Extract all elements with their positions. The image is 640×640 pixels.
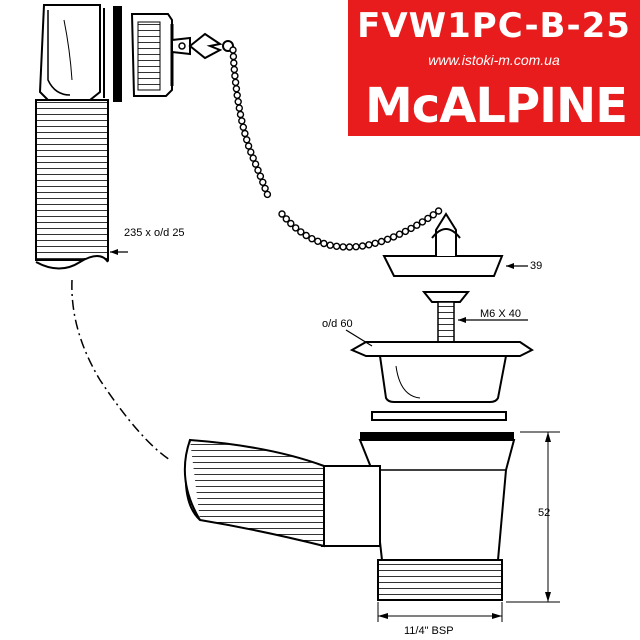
chain-bead bbox=[326, 241, 334, 249]
mcalpine-logo: McALPINE bbox=[366, 78, 626, 128]
chain-bead bbox=[320, 239, 328, 248]
chain-bead bbox=[254, 166, 262, 174]
website-link[interactable]: www.istoki-m.com.ua bbox=[428, 52, 560, 68]
bead-chain-upper bbox=[229, 46, 272, 199]
flange-diameter-label: o/d 60 bbox=[322, 318, 353, 330]
strainer-grid bbox=[349, 341, 534, 403]
waste-hose bbox=[183, 438, 325, 548]
chain-bead bbox=[278, 210, 286, 218]
chain-bead bbox=[229, 46, 237, 54]
chain-bead bbox=[256, 172, 265, 180]
chain-bead bbox=[429, 211, 437, 219]
thread-label: 11/4" BSP bbox=[404, 625, 454, 637]
chain-bead bbox=[413, 221, 421, 229]
flange-leader-line bbox=[345, 329, 373, 347]
chain-bead bbox=[236, 110, 245, 119]
chain-clip bbox=[171, 32, 234, 60]
chain-bead bbox=[231, 78, 240, 87]
thread-dimension bbox=[377, 602, 503, 622]
chain-bead bbox=[251, 160, 260, 168]
chain-bead bbox=[339, 243, 347, 251]
chain-bead bbox=[358, 242, 367, 250]
chain-bead bbox=[401, 227, 410, 236]
chain-bead bbox=[383, 235, 392, 244]
chain-bead bbox=[233, 91, 241, 100]
chain-bead bbox=[261, 184, 269, 193]
chain-bead bbox=[389, 233, 398, 241]
plug-size-label: 39 bbox=[530, 260, 542, 272]
chain-bead bbox=[332, 242, 341, 251]
chain-bead bbox=[302, 231, 310, 240]
brand-banner: FVW1PC-B-25 www.istoki-m.com.ua McALPINE bbox=[348, 0, 640, 136]
chain-bead bbox=[249, 154, 257, 162]
chain-bead bbox=[365, 241, 373, 249]
chain-bead bbox=[242, 136, 251, 144]
waste-body bbox=[321, 439, 516, 601]
chain-bead bbox=[395, 230, 404, 238]
bead-chain-lower bbox=[278, 207, 443, 251]
chain-bead bbox=[418, 218, 427, 226]
upper-washer bbox=[371, 411, 507, 421]
overflow-hose bbox=[35, 99, 109, 270]
chain-bead bbox=[371, 239, 379, 248]
product-code: FVW1PC-B-25 bbox=[357, 6, 631, 46]
chain-bead bbox=[352, 242, 360, 251]
overflow-face-plate bbox=[130, 13, 174, 97]
chain-bead bbox=[232, 85, 241, 93]
chain-bead bbox=[377, 237, 386, 246]
chain-bead bbox=[239, 123, 248, 131]
chain-bead bbox=[308, 234, 316, 243]
chain-bead bbox=[238, 117, 246, 125]
chain-bead bbox=[230, 59, 238, 67]
chain-bead bbox=[231, 72, 239, 80]
hose-label: 235 x o/d 25 bbox=[124, 227, 185, 239]
chain-bead bbox=[407, 224, 415, 233]
chain-bead bbox=[424, 214, 432, 223]
chain-bead bbox=[230, 65, 239, 74]
chain-bead bbox=[434, 207, 443, 215]
screw-size-label: M6 X 40 bbox=[480, 308, 521, 320]
chain-bead bbox=[241, 129, 249, 138]
chain-bead bbox=[263, 190, 272, 199]
chain-bead bbox=[244, 142, 253, 150]
chain-bead bbox=[297, 228, 305, 236]
sealing-washer bbox=[360, 432, 514, 440]
chain-bead bbox=[229, 52, 238, 61]
height-label: 52 bbox=[538, 507, 550, 519]
chain-bead bbox=[287, 219, 295, 228]
chain-bead bbox=[282, 215, 290, 223]
chain-bead bbox=[234, 97, 242, 106]
height-dimension bbox=[506, 431, 560, 603]
overflow-elbow bbox=[38, 4, 105, 101]
chain-bead bbox=[345, 243, 354, 251]
connection-path-line bbox=[71, 279, 171, 461]
chain-bead bbox=[235, 104, 244, 112]
chain-bead bbox=[259, 178, 267, 187]
logo-text: McALPINE bbox=[366, 78, 626, 128]
chain-bead bbox=[292, 224, 300, 232]
overflow-washer bbox=[113, 6, 122, 102]
plug bbox=[382, 212, 504, 277]
chain-bead bbox=[314, 237, 322, 246]
chain-bead bbox=[247, 148, 255, 156]
